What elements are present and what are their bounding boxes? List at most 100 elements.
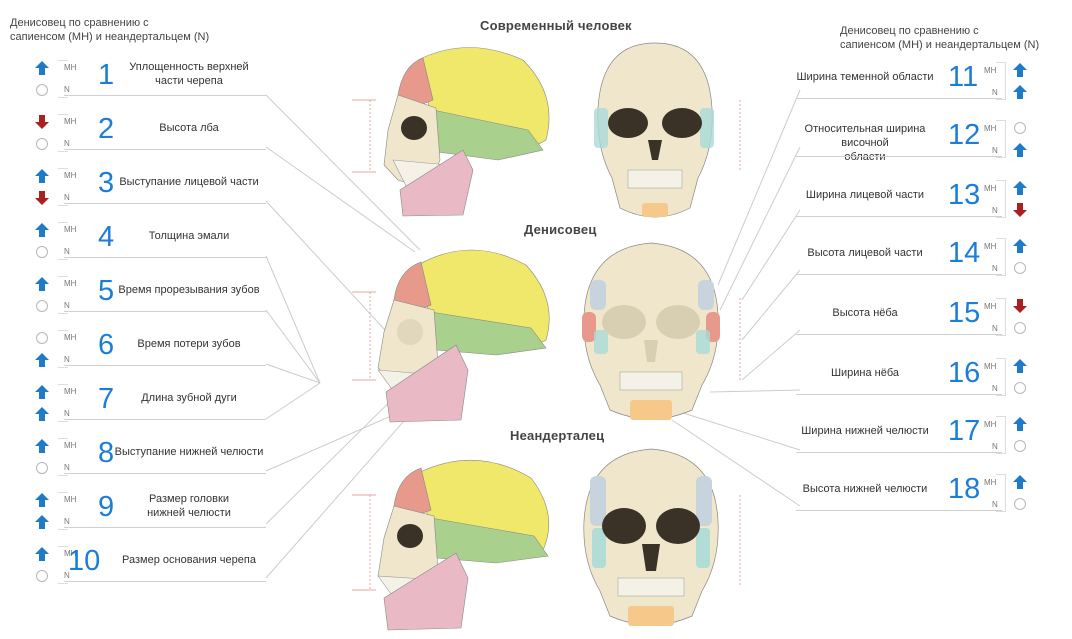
arrow-up-icon [1012,84,1028,100]
row-underline [796,452,1002,453]
empty-circle-shape [1014,322,1026,334]
trait-label-line1: Время прорезывания зубов [118,284,260,296]
row-bracket [996,120,1006,158]
tag-n: N [64,139,70,148]
trait-number: 7 [98,383,115,415]
tag-n: N [992,500,998,509]
trait-label-line2: нижней челюсти [147,507,231,519]
tag-n: N [64,463,70,472]
empty-circle-icon [34,460,50,476]
trait-label: Ширина теменной области [780,70,950,84]
tag-n: N [64,517,70,526]
row-underline [64,203,266,204]
arrow-up-icon [34,546,50,562]
arrow-down-icon [1012,298,1028,314]
row-bracket [58,114,68,152]
tag-mh: МН [64,117,77,126]
denisovan-side-skull-icon [377,249,550,423]
trait-number: 9 [98,491,115,523]
connector-line [265,382,321,420]
title-modern-human: Современный человек [480,18,632,33]
trait-number: 15 [948,297,981,329]
trait-label-line1: Выступание нижней челюсти [114,446,264,458]
trait-label-line1: Высота лба [159,122,219,134]
arrow-up-icon [34,222,50,238]
empty-circle-icon [34,82,50,98]
tag-mh: МН [64,279,77,288]
row-bracket [58,546,68,584]
row-bracket [58,276,68,314]
tag-mh: МН [984,242,997,251]
arrow-up-icon [1012,238,1028,254]
arrow-up-icon [34,352,50,368]
tag-n: N [64,571,70,580]
trait-number: 18 [948,473,981,505]
tag-n: N [992,264,998,273]
trait-label: Ширина лицевой части [780,188,950,202]
connector-line [717,89,801,286]
trait-number: 16 [948,357,981,389]
arrow-up-icon [1012,62,1028,78]
arrow-up-icon [34,168,50,184]
empty-circle-shape [1014,382,1026,394]
trait-label-line1: Высота лицевой части [807,247,923,259]
row-bracket [58,492,68,530]
row-bracket [996,358,1006,396]
row-underline [796,98,1002,99]
row-bracket [58,330,68,368]
tag-n: N [992,442,998,451]
arrow-up-icon [34,384,50,400]
trait-label-line1: Время потери зубов [137,338,241,350]
denisovan-front-skull-icon [582,242,720,420]
trait-number: 4 [98,221,115,253]
tag-mh: МН [984,66,997,75]
empty-circle-icon [34,244,50,260]
arrow-down-icon [34,114,50,130]
trait-number: 6 [98,329,115,361]
arrow-up-icon [34,438,50,454]
tag-mh: МН [984,124,997,133]
trait-label: Длина зубной дуги [110,391,268,405]
row-underline [64,581,266,582]
trait-number: 13 [948,179,981,211]
trait-number: 12 [948,119,981,151]
row-bracket [58,438,68,476]
trait-number: 8 [98,437,115,469]
empty-circle-icon [34,568,50,584]
empty-circle-shape [36,332,48,344]
trait-label-line1: Длина зубной дуги [141,392,237,404]
empty-circle-shape [36,462,48,474]
tag-mh: МН [64,387,77,396]
trait-label-line1: Толщина эмали [148,230,230,242]
empty-circle-shape [1014,262,1026,274]
modern-human-front-skull-icon [594,42,714,218]
connector-line [265,363,321,384]
trait-label-line1: Размер основания черепа [122,554,256,566]
connector-line [709,389,801,393]
trait-number: 2 [98,113,115,145]
arrow-down-icon [34,190,50,206]
empty-circle-shape [36,570,48,582]
arrow-up-icon [1012,180,1028,196]
tag-n: N [64,193,70,202]
arrow-up-icon [1012,474,1028,490]
header-right: Денисовец по сравнению с сапиенсом (МН) … [840,24,1039,52]
empty-circle-icon [1012,438,1028,454]
tag-n: N [992,206,998,215]
tag-mh: МН [984,184,997,193]
tag-mh: МН [984,420,997,429]
row-bracket [58,168,68,206]
